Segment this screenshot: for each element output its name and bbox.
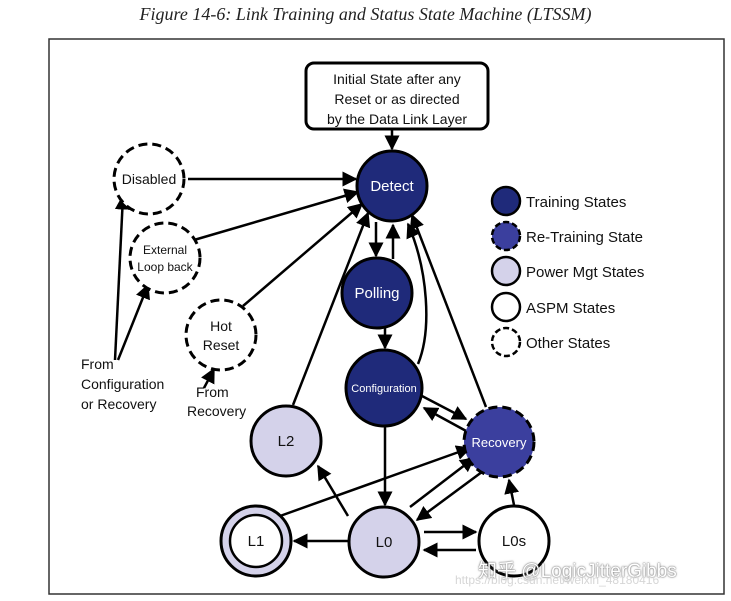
note-from-recovery: From Recovery — [187, 384, 246, 419]
state-loopback-line-2: Loop back — [137, 260, 193, 274]
state-recovery-label: Recovery — [472, 435, 527, 450]
legend-swatch-power-mgt — [490, 255, 522, 287]
state-l2: L2 — [249, 404, 323, 478]
state-l1: L1 — [219, 504, 293, 578]
arrow-loopback-to-detect — [193, 188, 360, 242]
state-l0s-label: L0s — [502, 533, 526, 550]
figure-caption: Figure 14-6: Link Training and Status St… — [139, 4, 592, 24]
state-detect: Detect — [355, 149, 429, 223]
note-recovery-line-2: Recovery — [187, 403, 246, 419]
state-l0-label: L0 — [376, 534, 393, 551]
initial-box-line-2: Reset or as directed — [334, 91, 459, 107]
state-recovery: Recovery — [462, 405, 536, 479]
state-hot-reset-line-2: Reset — [203, 337, 240, 353]
note-from-config-recovery: From Configuration or Recovery — [81, 356, 164, 412]
initial-state-box: Initial State after any Reset or as dire… — [304, 61, 490, 131]
note-line-1: From — [81, 356, 114, 372]
legend-label-aspm: ASPM States — [526, 300, 615, 317]
state-polling: Polling — [340, 256, 414, 330]
state-polling-label: Polling — [354, 285, 399, 302]
arrow-l2-to-detect — [291, 211, 371, 406]
arrow-configuration-to-detect — [406, 222, 428, 365]
state-l2-label: L2 — [278, 433, 295, 450]
state-loopback-line-1: External — [143, 243, 187, 257]
arrow-recovery-to-l0 — [415, 464, 491, 522]
arrow-from-recovery-to-hotreset — [201, 367, 216, 389]
state-hot-reset: Hot Reset — [184, 298, 258, 372]
state-hot-reset-line-1: Hot — [210, 318, 232, 334]
legend: Training States Re-Training State Power … — [490, 185, 644, 358]
arrow-configuration-to-recovery — [421, 394, 468, 421]
arrow-from-config-to-disabled — [113, 194, 130, 361]
watermark-url: https://blog.csdn.net/weixin_48180416 — [455, 573, 660, 587]
legend-swatch-aspm — [490, 291, 522, 323]
arrow-hotreset-to-detect — [242, 203, 364, 307]
arrow-l1-to-recovery — [279, 445, 472, 518]
arrow-recovery-to-detect — [409, 213, 488, 408]
legend-label-other: Other States — [526, 335, 610, 352]
arrow-l0-to-recovery — [409, 457, 476, 508]
transition-arrows — [113, 130, 520, 558]
state-l0: L0 — [347, 505, 421, 579]
legend-swatch-retraining — [490, 220, 522, 252]
state-disabled: Disabled — [112, 142, 186, 216]
arrow-from-config-to-loopback — [116, 283, 150, 361]
note-recovery-line-1: From — [196, 384, 229, 400]
initial-box-line-1: Initial State after any — [333, 71, 461, 87]
state-detect-label: Detect — [370, 178, 414, 195]
state-l0s: L0s — [477, 504, 551, 578]
note-line-3: or Recovery — [81, 396, 156, 412]
state-l1-label: L1 — [248, 533, 265, 550]
legend-label-training: Training States — [526, 194, 626, 211]
arrow-l0s-to-recovery — [504, 478, 520, 506]
legend-label-retraining: Re-Training State — [526, 229, 643, 246]
legend-swatch-training — [490, 185, 522, 217]
note-line-2: Configuration — [81, 376, 164, 392]
state-configuration-label: Configuration — [351, 383, 416, 395]
arrow-l0-to-l2 — [316, 464, 350, 517]
legend-label-power-mgt: Power Mgt States — [526, 264, 644, 281]
figure-frame — [48, 38, 725, 595]
state-loopback: External Loop back — [128, 221, 202, 295]
initial-box-line-3: by the Data Link Layer — [327, 111, 467, 127]
state-disabled-label: Disabled — [122, 171, 176, 187]
watermark-text: 知乎 @LogicJitterGibbs — [478, 561, 677, 582]
arrow-recovery-to-configuration — [422, 406, 469, 434]
state-configuration: Configuration — [344, 348, 424, 428]
legend-swatch-other — [490, 326, 522, 358]
